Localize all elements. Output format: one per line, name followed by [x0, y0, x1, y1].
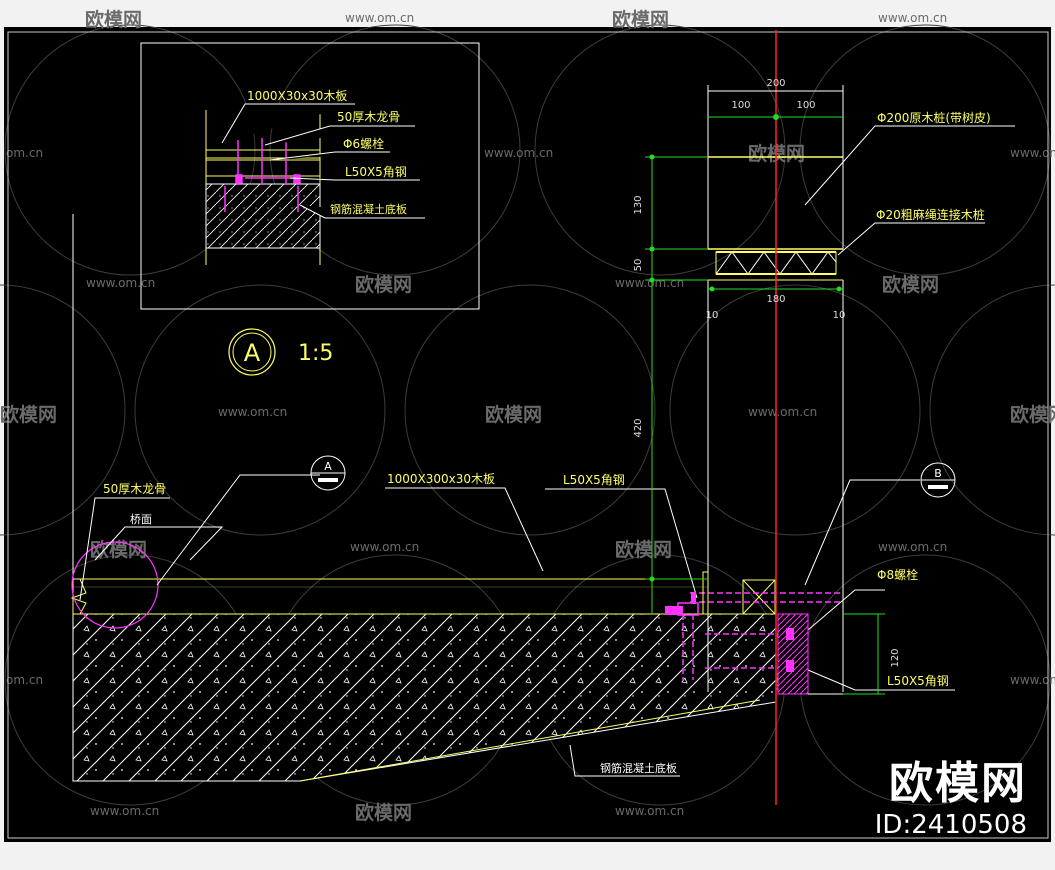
- watermark-domain: www.om.cn: [878, 11, 947, 25]
- section-bridge-label: 桥面: [130, 513, 152, 526]
- watermark-domain: www.om.cn: [748, 405, 817, 419]
- detail-a-keel: [205, 159, 321, 177]
- section-keel-label: 50厚木龙骨: [103, 482, 166, 496]
- watermark-domain: www.om.cn: [86, 276, 155, 290]
- dim-180: 180: [766, 294, 785, 305]
- watermark-text: 欧模网 www.om.cn 欧模网 www.om.cn om.cn www.om…: [0, 8, 1055, 824]
- detail-a-slab-label: 钢筋混凝土底板: [330, 202, 407, 216]
- callout-a-letter: A: [324, 460, 332, 473]
- watermark-domain: www.om.cn: [218, 405, 287, 419]
- section-slab-label: 钢筋混凝土底板: [600, 761, 677, 775]
- watermark-domain: om.cn: [6, 673, 43, 687]
- watermark-domain: www.om.cn: [1010, 673, 1055, 687]
- drawing-border: [7, 31, 1049, 839]
- main-section: 50厚木龙骨 桥面 1000X300x30木板 L50X5角钢 钢筋混凝土底板 …: [70, 30, 1015, 805]
- watermark-domain: www.om.cn: [350, 540, 419, 554]
- section-angle-top-label: L50X5角钢: [563, 473, 625, 487]
- watermark-brand: 欧模网: [355, 801, 412, 824]
- badge-brand: 欧模网: [889, 758, 1027, 809]
- watermark-brand: 欧模网: [0, 403, 57, 426]
- rope-label: Φ20粗麻绳连接木桩: [876, 207, 985, 222]
- log-post-label: Φ200原木桩(带树皮): [877, 110, 991, 125]
- watermark-brand: 欧模网: [485, 403, 542, 426]
- callout-b-letter: B: [934, 467, 942, 480]
- watermark-domain: om.cn: [6, 146, 43, 160]
- dimensions: [645, 85, 885, 695]
- watermark-domain: www.om.cn: [484, 146, 553, 160]
- detail-a-frame: [140, 42, 480, 310]
- watermark-brand: 欧模网: [1010, 403, 1055, 426]
- detail-a-slab: [205, 183, 321, 249]
- detail-a-marker-circle: [228, 328, 276, 376]
- watermark-domain: www.om.cn: [878, 540, 947, 554]
- section-board-label: 1000X300x30木板: [387, 472, 495, 486]
- section-angle-right-label: L50X5角钢: [887, 674, 949, 688]
- watermark-domain: www.om.cn: [1010, 146, 1055, 160]
- watermark-brand: 欧模网: [355, 273, 412, 296]
- detail-a-callout-circle: [71, 541, 159, 629]
- dim-100-left: 100: [731, 100, 750, 111]
- detail-a-scale: 1:5: [298, 341, 333, 366]
- dim-10-left: 10: [706, 310, 719, 321]
- detail-a-board-label: 1000X30x30木板: [247, 89, 347, 103]
- watermark-brand: 欧模网: [612, 8, 669, 31]
- dim-130: 130: [633, 195, 644, 214]
- badge-id: ID:2410508: [874, 810, 1027, 840]
- watermark-domain: www.om.cn: [615, 276, 684, 290]
- detail-a-marker: A: [244, 339, 261, 367]
- dim-100-right: 100: [796, 100, 815, 111]
- section-bolt-label: Φ8螺栓: [877, 567, 918, 582]
- dim-200: 200: [766, 78, 785, 89]
- dim-10-right: 10: [833, 310, 846, 321]
- dim-420: 420: [633, 418, 644, 437]
- dim-120: 120: [890, 648, 901, 667]
- watermark-domain: www.om.cn: [90, 804, 159, 818]
- id-badge: 欧模网 ID:2410508: [874, 758, 1027, 841]
- dim-50: 50: [633, 259, 644, 272]
- detail-a-bolt-label: Φ6螺栓: [343, 136, 384, 151]
- watermark-domain: www.om.cn: [615, 804, 684, 818]
- detail-a-angle-label: L50X5角钢: [345, 165, 407, 179]
- watermark-brand: 欧模网: [615, 538, 672, 561]
- detail-a: 1000X30x30木板 50厚木龙骨 Φ6螺栓 L50X5角钢 钢筋混凝土底板…: [140, 42, 480, 376]
- watermark-domain: www.om.cn: [345, 11, 414, 25]
- watermark-brand: 欧模网: [882, 273, 939, 296]
- watermark-brand: 欧模网: [85, 8, 142, 31]
- detail-a-keel-label: 50厚木龙骨: [337, 110, 400, 124]
